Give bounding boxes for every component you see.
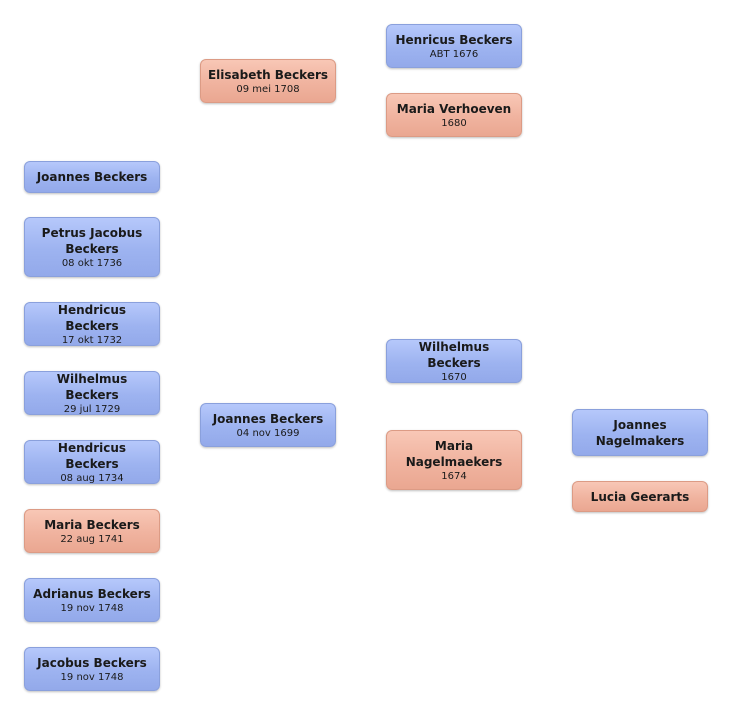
person-date: 08 aug 1734 — [60, 472, 124, 484]
person-node-elisabeth-beckers[interactable]: Elisabeth Beckers 09 mei 1708 — [200, 59, 336, 103]
person-name: Petrus Jacobus Beckers — [41, 225, 143, 256]
person-date: 08 okt 1736 — [61, 257, 123, 269]
person-node-petrus-jacobus-beckers[interactable]: Petrus Jacobus Beckers 08 okt 1736 — [24, 217, 160, 277]
person-node-wilhelmus-beckers-1670[interactable]: Wilhelmus Beckers 1670 — [386, 339, 522, 383]
person-node-lucia-geerarts[interactable]: Lucia Geerarts — [572, 481, 708, 512]
person-node-henricus-beckers[interactable]: Henricus Beckers ABT 1676 — [386, 24, 522, 68]
person-name: Wilhelmus Beckers — [418, 339, 490, 370]
person-date: 19 nov 1748 — [60, 671, 124, 683]
person-node-hendricus-beckers-1734[interactable]: Hendricus Beckers 08 aug 1734 — [24, 440, 160, 484]
person-name: Hendricus Beckers — [57, 440, 127, 471]
person-date: 17 okt 1732 — [61, 334, 123, 346]
person-node-adrianus-beckers[interactable]: Adrianus Beckers 19 nov 1748 — [24, 578, 160, 622]
person-date: 1670 — [441, 371, 467, 383]
person-node-joannes-beckers-child[interactable]: Joannes Beckers — [24, 161, 160, 193]
person-date: 29 jul 1729 — [63, 403, 121, 415]
person-node-maria-nagelmaekers[interactable]: Maria Nagelmaekers 1674 — [386, 430, 522, 490]
person-date: 22 aug 1741 — [60, 533, 124, 545]
person-name: Adrianus Beckers — [33, 586, 151, 601]
person-node-maria-verhoeven[interactable]: Maria Verhoeven 1680 — [386, 93, 522, 137]
person-name: Joannes Nagelmakers — [595, 417, 685, 448]
person-name: Hendricus Beckers — [57, 302, 127, 333]
person-date: ABT 1676 — [429, 48, 479, 60]
person-node-wilhelmus-beckers-1729[interactable]: Wilhelmus Beckers 29 jul 1729 — [24, 371, 160, 415]
person-date: 1674 — [441, 470, 467, 482]
person-name: Maria Nagelmaekers — [405, 438, 503, 469]
person-name: Wilhelmus Beckers — [56, 371, 128, 402]
person-name: Maria Beckers — [44, 517, 140, 532]
person-name: Jacobus Beckers — [37, 655, 147, 670]
person-name: Henricus Beckers — [395, 32, 513, 47]
person-name: Elisabeth Beckers — [207, 67, 329, 82]
person-node-joannes-nagelmakers[interactable]: Joannes Nagelmakers — [572, 409, 708, 456]
person-node-maria-beckers[interactable]: Maria Beckers 22 aug 1741 — [24, 509, 160, 553]
person-date: 09 mei 1708 — [236, 83, 300, 95]
person-date: 1680 — [441, 117, 467, 129]
person-node-hendricus-beckers-1732[interactable]: Hendricus Beckers 17 okt 1732 — [24, 302, 160, 346]
person-node-jacobus-beckers[interactable]: Jacobus Beckers 19 nov 1748 — [24, 647, 160, 691]
person-date: 04 nov 1699 — [236, 427, 300, 439]
person-node-joannes-beckers-parent[interactable]: Joannes Beckers 04 nov 1699 — [200, 403, 336, 447]
person-date: 19 nov 1748 — [60, 602, 124, 614]
person-name: Maria Verhoeven — [396, 101, 512, 116]
person-name: Joannes Beckers — [36, 170, 148, 184]
person-name: Joannes Beckers — [212, 411, 324, 426]
person-name: Lucia Geerarts — [590, 489, 690, 504]
